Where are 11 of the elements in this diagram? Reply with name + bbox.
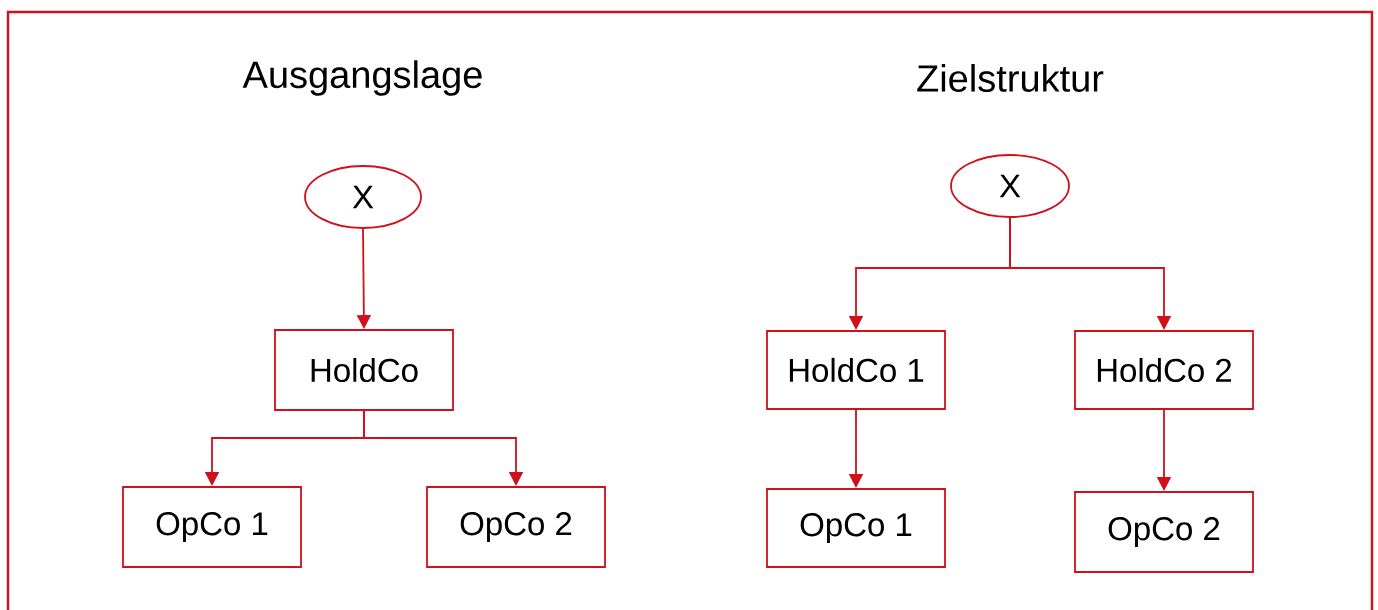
entity-box: HoldCo 2 (1074, 330, 1254, 410)
entity-box: OpCo 1 (122, 486, 302, 568)
ellipse-node: X (304, 165, 422, 229)
entity-box: OpCo 2 (1074, 491, 1254, 573)
section-heading: Zielstruktur (917, 64, 1104, 92)
entity-box: OpCo 2 (426, 486, 606, 568)
ellipse-node: X (950, 154, 1070, 218)
entity-box: OpCo 1 (766, 488, 946, 568)
section-heading: Ausgangslage (242, 60, 482, 96)
entity-box: HoldCo (274, 329, 454, 411)
entity-box: HoldCo 1 (766, 330, 946, 410)
